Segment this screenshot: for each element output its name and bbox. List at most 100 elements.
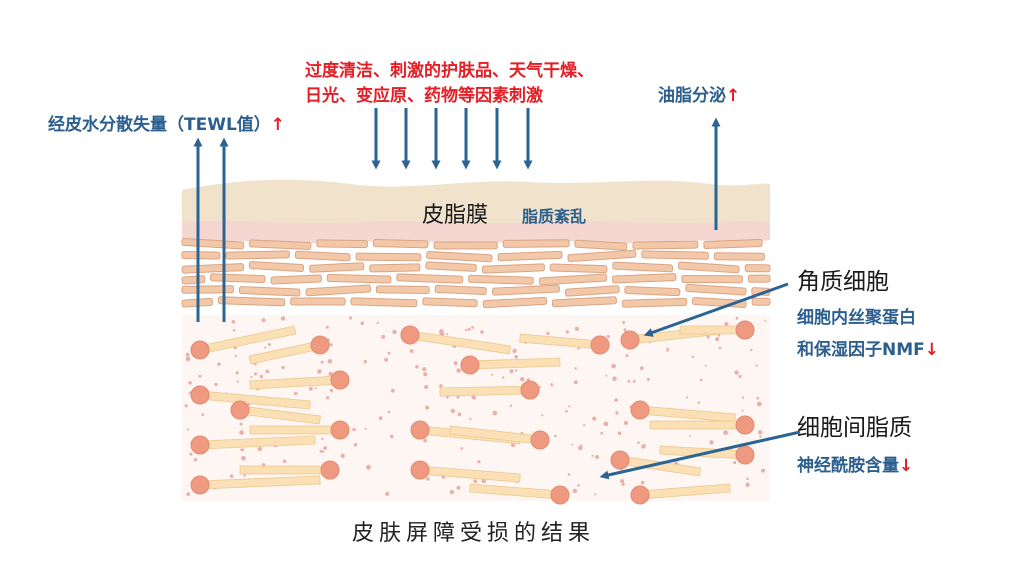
lipid-head	[190, 340, 210, 360]
lipid-molecule	[449, 425, 550, 450]
tissue-dot	[480, 330, 484, 334]
tissue-dot	[603, 421, 609, 427]
corneocyte-brick	[685, 283, 747, 296]
corneocyte-brick	[434, 284, 487, 296]
tissue-dot	[415, 365, 419, 369]
corneocyte-brick	[238, 286, 301, 297]
tissue-dot	[188, 381, 192, 385]
lipid-molecule	[248, 335, 330, 365]
tissue-dot	[622, 321, 626, 324]
tissue-dot	[320, 360, 324, 364]
lipid-molecule	[190, 475, 321, 495]
tissue-dot	[574, 326, 580, 331]
corneocyte-brick	[502, 239, 570, 248]
corneocyte-detail-line1: 细胞内丝聚蛋白	[797, 308, 916, 328]
tissue-dot	[735, 316, 739, 320]
tissue-dot	[733, 460, 737, 465]
tissue-dot	[253, 372, 258, 376]
corneocyte-brick	[482, 296, 548, 309]
lipid-head	[330, 370, 350, 390]
lipid-tail	[249, 425, 335, 435]
lipid-head	[460, 355, 480, 375]
corneocyte-brick	[248, 239, 312, 250]
tissue-dot	[317, 370, 321, 374]
intercellular-lipids	[190, 320, 755, 505]
tissue-dot	[605, 374, 608, 377]
corneocyte-detail-line2: 和保湿因子NMF↓	[797, 335, 939, 360]
corneocyte-brick	[632, 240, 699, 250]
corneocyte-brick	[481, 263, 545, 274]
lipid-head	[190, 385, 210, 405]
tissue-dot	[755, 364, 758, 367]
corneocyte-brick	[744, 264, 771, 273]
tissue-dot	[384, 357, 389, 362]
tissue-dot	[282, 459, 287, 464]
tissue-dot	[606, 335, 610, 339]
tissue-dot	[514, 355, 519, 359]
corneocyte-brick	[217, 296, 286, 307]
tissue-dot	[573, 380, 578, 385]
lipid-molecule	[190, 385, 311, 410]
lipid-head	[590, 335, 610, 355]
tissue-dot	[439, 384, 443, 388]
corneocyte-brick	[491, 284, 560, 296]
lipid-molecule	[439, 380, 540, 400]
corneocyte-brick	[422, 297, 478, 308]
corneocyte-brick	[210, 273, 266, 284]
lipid-disorder-label: 脂质紊乱	[522, 207, 587, 226]
tissue-dot	[625, 354, 629, 358]
corneocyte-detail-text: 和保湿因子NMF	[797, 340, 925, 360]
lipid-tail	[439, 385, 525, 397]
corneocyte-brick	[497, 250, 563, 262]
tissue-dot	[568, 405, 571, 408]
tissue-dot	[349, 316, 353, 320]
tissue-dot	[627, 379, 631, 383]
lipid-molecule	[630, 400, 736, 423]
tissue-dot	[756, 401, 762, 407]
corneocyte-brick	[181, 251, 221, 260]
intercellular-lipid-label: 细胞间脂质	[797, 415, 912, 441]
tissue-dot	[329, 343, 333, 347]
tissue-dot	[612, 376, 617, 382]
corneocyte-brick	[621, 297, 688, 308]
tissue-dot	[453, 361, 458, 366]
tissue-dot	[666, 348, 669, 352]
tissue-dot	[699, 378, 703, 382]
tissue-dot	[235, 371, 239, 375]
tissue-dot	[574, 367, 577, 370]
lipid-head	[735, 415, 755, 435]
lipid-tail	[239, 465, 325, 475]
tissue-dot	[469, 417, 472, 421]
tissue-dot	[449, 489, 455, 495]
tissue-dot	[491, 373, 494, 376]
lipid-molecule	[610, 450, 702, 477]
tissue-dot	[572, 488, 578, 494]
tissue-dot	[241, 448, 245, 452]
sebum-up-arrow: ↑	[726, 86, 741, 106]
lipid-molecule	[400, 325, 512, 355]
tissue-dot	[387, 351, 391, 355]
tissue-dot	[321, 437, 324, 441]
corneocyte-brick	[396, 273, 464, 284]
tissue-dot	[724, 321, 729, 327]
tissue-dot	[591, 454, 594, 457]
tissue-dot	[697, 401, 701, 405]
corneocyte-brick	[290, 297, 346, 306]
tissue-dot	[376, 321, 379, 325]
tissue-dot	[611, 363, 616, 369]
tissue-dot	[426, 477, 430, 481]
tissue-dot	[706, 335, 710, 339]
tissue-dot	[565, 409, 568, 413]
tissue-dot	[509, 369, 514, 374]
tissue-dot	[236, 380, 239, 383]
tissue-dot	[353, 443, 358, 447]
corneocyte-brick	[355, 252, 422, 262]
stratum-corneum	[181, 237, 771, 309]
tissue-dot	[567, 473, 571, 476]
tissue-dot	[423, 372, 428, 377]
corneocyte-brick	[747, 274, 771, 283]
tissue-dot	[293, 391, 298, 396]
tissue-dot	[646, 377, 650, 381]
tissue-dot	[512, 348, 517, 354]
tissue-dot	[620, 479, 625, 484]
